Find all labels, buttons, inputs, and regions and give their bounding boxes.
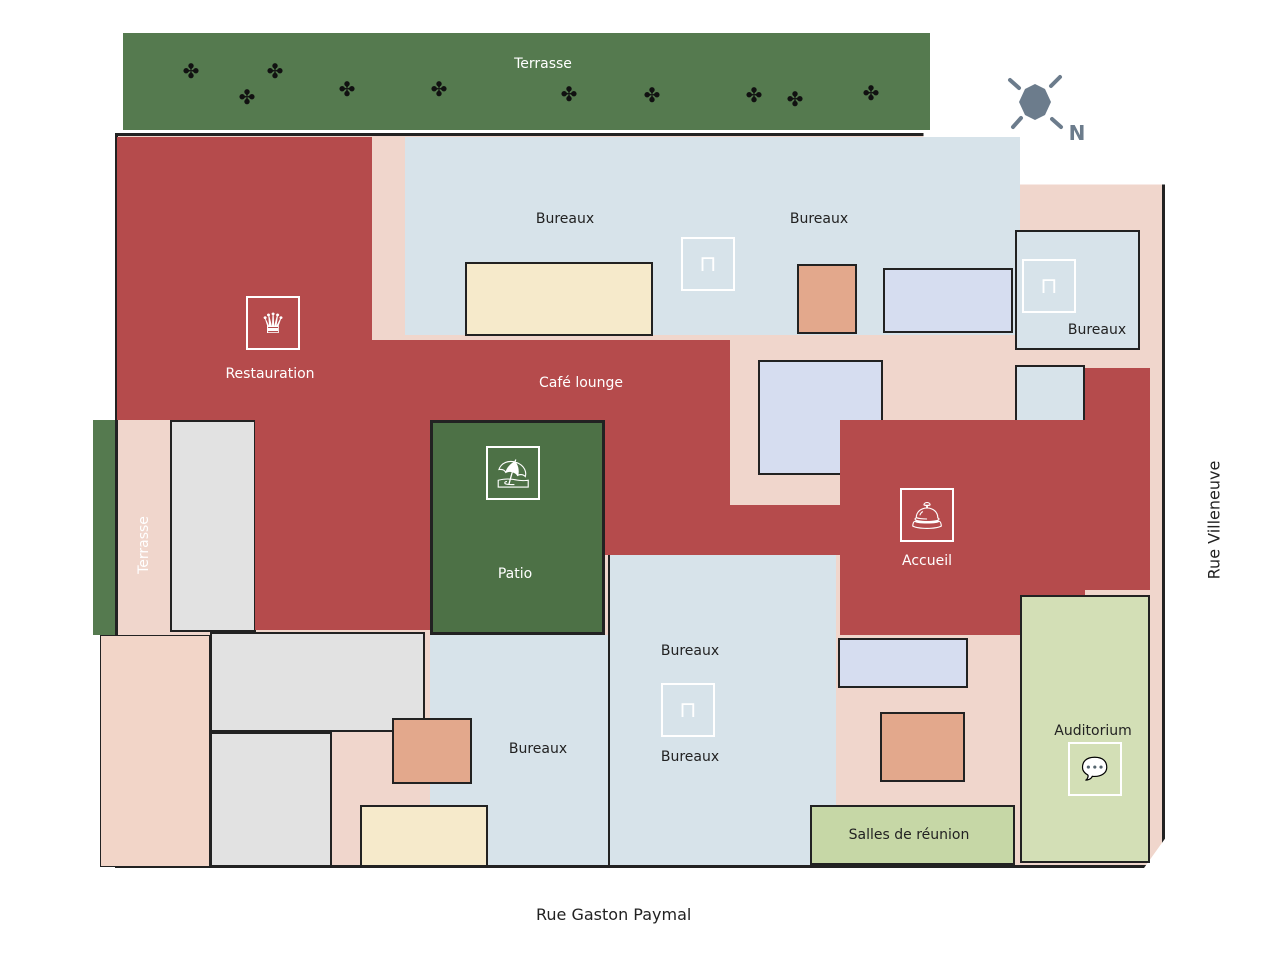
stair-3 (392, 718, 472, 784)
terrace-top (123, 33, 930, 130)
label-terrasse-top: Terrasse (514, 56, 572, 72)
corridor-red (605, 505, 840, 555)
table-icon: ✤ (266, 59, 284, 83)
table-icon: ✤ (430, 77, 448, 101)
kitchen (170, 420, 256, 632)
label-bureaux: Bureaux (508, 741, 568, 757)
storage (210, 732, 332, 867)
desk-icon: ⊓ (661, 683, 715, 737)
sanitary-3 (838, 638, 968, 688)
offices-bottom-center (608, 555, 836, 865)
reception-bell-icon: 🛎 (900, 488, 954, 542)
table-icon: ✤ (238, 85, 256, 109)
compass-north-label: N (1068, 121, 1086, 145)
table-icon: ✤ (643, 83, 661, 107)
street-south: Rue Gaston Paymal (536, 905, 692, 924)
bottom-left-area (100, 635, 210, 867)
label-bureaux: Bureaux (789, 211, 849, 227)
patio-zone (430, 420, 605, 635)
table-icon: ✤ (745, 83, 763, 107)
restaurant-zone-south (255, 340, 430, 630)
label-salles-reunion: Salles de réunion (848, 827, 970, 843)
table-icon: ✤ (560, 82, 578, 106)
sanitary-2 (883, 268, 1013, 333)
offices-right (1015, 230, 1140, 350)
label-patio: Patio (497, 566, 533, 582)
beige-room (360, 805, 488, 867)
table-icon: ✤ (862, 81, 880, 105)
desk-icon: ⊓ (681, 237, 735, 291)
meeting-rooms-zone (810, 805, 1015, 865)
label-accueil: Accueil (902, 553, 952, 569)
table-icon: ✤ (338, 77, 356, 101)
accueil-east (1085, 368, 1150, 590)
street-east: Rue Villeneuve (1204, 460, 1224, 580)
label-auditorium: Auditorium (1054, 723, 1132, 739)
service-area (210, 632, 425, 732)
label-cafe-lounge: Café lounge (538, 375, 624, 391)
desk-icon: ⊓ (1022, 259, 1076, 313)
chef-hat-icon: ♛ (246, 296, 300, 350)
label-bureaux: Bureaux (1067, 322, 1127, 338)
auditorium-zone (1020, 595, 1150, 863)
umbrella-table-icon: ⛱ (486, 446, 540, 500)
kitchen-bar (465, 262, 653, 336)
table-icon: ✤ (182, 59, 200, 83)
presentation-icon: 💬 (1068, 742, 1122, 796)
label-bureaux: Bureaux (535, 211, 595, 227)
compass-icon (1008, 75, 1063, 129)
stair-1 (880, 712, 965, 782)
label-bureaux: Bureaux (660, 643, 720, 659)
stair-2 (797, 264, 857, 334)
label-terrasse-left: Terrasse (136, 516, 152, 574)
table-icon: ✤ (786, 87, 804, 111)
label-restauration: Restauration (225, 366, 315, 382)
label-bureaux: Bureaux (660, 749, 720, 765)
